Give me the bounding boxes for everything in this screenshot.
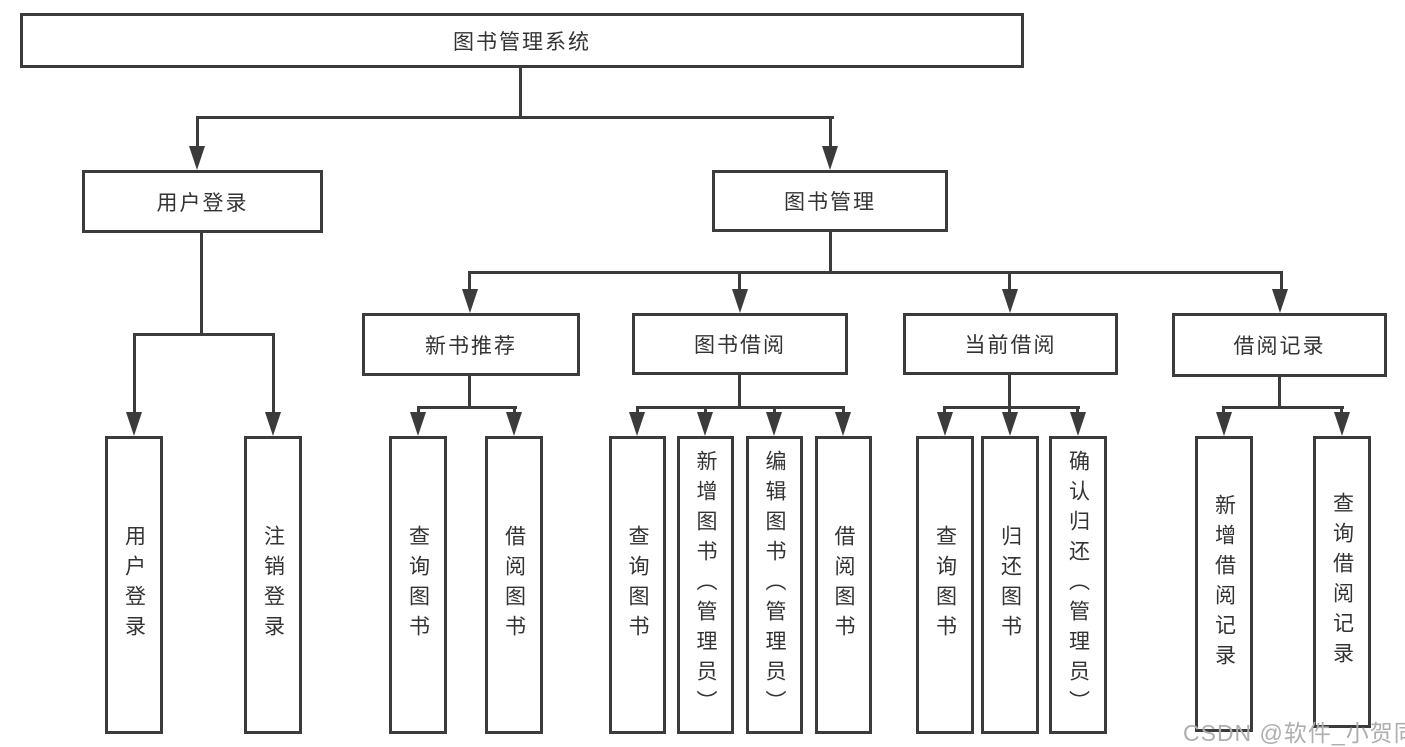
connector-line <box>1278 377 1281 409</box>
arrow-down-icon <box>265 412 281 436</box>
node-label: 查询图书 <box>933 525 957 645</box>
connector-line <box>417 406 517 409</box>
connector-line <box>196 116 199 150</box>
node-user-login: 用户登录 <box>82 170 323 233</box>
leaf-query-books-recommend: 查询图书 <box>389 436 447 734</box>
arrow-down-icon <box>1216 412 1232 436</box>
connector-line <box>196 116 834 119</box>
connector-line <box>133 333 136 414</box>
node-label: 注销登录 <box>261 525 285 645</box>
connector-line <box>468 376 471 409</box>
connector-line <box>829 116 832 150</box>
node-label: 查询借阅记录 <box>1330 492 1354 672</box>
connector-line <box>1222 406 1344 409</box>
node-label: 借阅图书 <box>832 525 855 645</box>
connector-line <box>1280 271 1283 291</box>
node-label: 用户登录 <box>122 525 146 645</box>
connector-line <box>468 271 1283 274</box>
arrow-down-icon <box>126 412 142 436</box>
arrow-down-icon <box>1070 412 1086 436</box>
node-current-borrowing: 当前借阅 <box>903 313 1118 375</box>
leaf-edit-book-admin: 编辑图书（管理员） <box>746 436 803 734</box>
arrow-down-icon <box>835 412 851 436</box>
arrow-down-icon <box>822 146 838 170</box>
arrow-down-icon <box>732 289 748 313</box>
connector-line <box>943 406 1080 409</box>
arrow-down-icon <box>1272 289 1288 313</box>
connector-line <box>636 406 845 409</box>
connector-line <box>738 271 741 291</box>
node-book-management: 图书管理 <box>712 170 948 232</box>
node-label: 新增图书（管理员） <box>694 450 717 720</box>
connector-line <box>1008 271 1011 291</box>
node-label: 归还图书 <box>998 525 1022 645</box>
node-label: 当前借阅 <box>964 334 1057 357</box>
arrow-down-icon <box>189 146 205 170</box>
node-label: 用户登录 <box>156 191 249 215</box>
leaf-return-book: 归还图书 <box>981 436 1039 734</box>
arrow-down-icon <box>629 412 645 436</box>
arrow-down-icon <box>462 289 478 313</box>
arrow-down-icon <box>506 412 522 436</box>
node-label: 图书管理 <box>784 191 876 214</box>
leaf-borrow-books-borrow: 借阅图书 <box>815 436 872 734</box>
node-label: 查询图书 <box>626 525 649 645</box>
connector-line <box>133 333 275 336</box>
leaf-query-books-borrow: 查询图书 <box>609 436 666 734</box>
leaf-confirm-return-admin: 确认归还（管理员） <box>1049 436 1107 734</box>
node-label: 图书管理系统 <box>453 30 591 54</box>
arrow-down-icon <box>937 412 953 436</box>
connector-line <box>1008 375 1011 409</box>
leaf-query-borrow-record: 查询借阅记录 <box>1313 436 1371 728</box>
node-label: 新增借阅记录 <box>1212 494 1236 674</box>
arrow-down-icon <box>1002 412 1018 436</box>
arrow-down-icon <box>1002 289 1018 313</box>
csdn-watermark: CSDN @软件_小贺同学 <box>1183 720 1405 746</box>
connector-line <box>272 333 275 414</box>
node-label: 借阅图书 <box>502 525 526 645</box>
node-label: 图书借阅 <box>694 334 786 357</box>
arrow-down-icon <box>766 412 782 436</box>
arrow-down-icon <box>1334 412 1350 436</box>
leaf-add-book-admin: 新增图书（管理员） <box>677 436 734 734</box>
leaf-query-books-current: 查询图书 <box>916 436 974 734</box>
connector-line <box>519 68 522 118</box>
node-borrowing-records: 借阅记录 <box>1172 313 1387 377</box>
connector-line <box>738 374 741 409</box>
node-label: 查询图书 <box>406 525 430 645</box>
node-root-system: 图书管理系统 <box>20 13 1024 68</box>
connector-line <box>200 233 203 335</box>
leaf-user-login: 用户登录 <box>105 436 163 734</box>
leaf-add-borrow-record: 新增借阅记录 <box>1195 436 1253 732</box>
arrow-down-icon <box>410 412 426 436</box>
node-label: 确认归还（管理员） <box>1066 450 1090 720</box>
connector-line <box>829 232 832 274</box>
connector-line <box>468 271 471 291</box>
leaf-logout: 注销登录 <box>244 436 302 734</box>
node-label: 编辑图书（管理员） <box>763 450 786 720</box>
arrow-down-icon <box>697 412 713 436</box>
node-label: 新书推荐 <box>425 334 517 358</box>
node-label: 借阅记录 <box>1233 335 1326 358</box>
node-new-book-recommend: 新书推荐 <box>362 313 580 376</box>
leaf-borrow-books-recommend: 借阅图书 <box>485 436 543 734</box>
node-book-borrowing: 图书借阅 <box>632 313 848 375</box>
